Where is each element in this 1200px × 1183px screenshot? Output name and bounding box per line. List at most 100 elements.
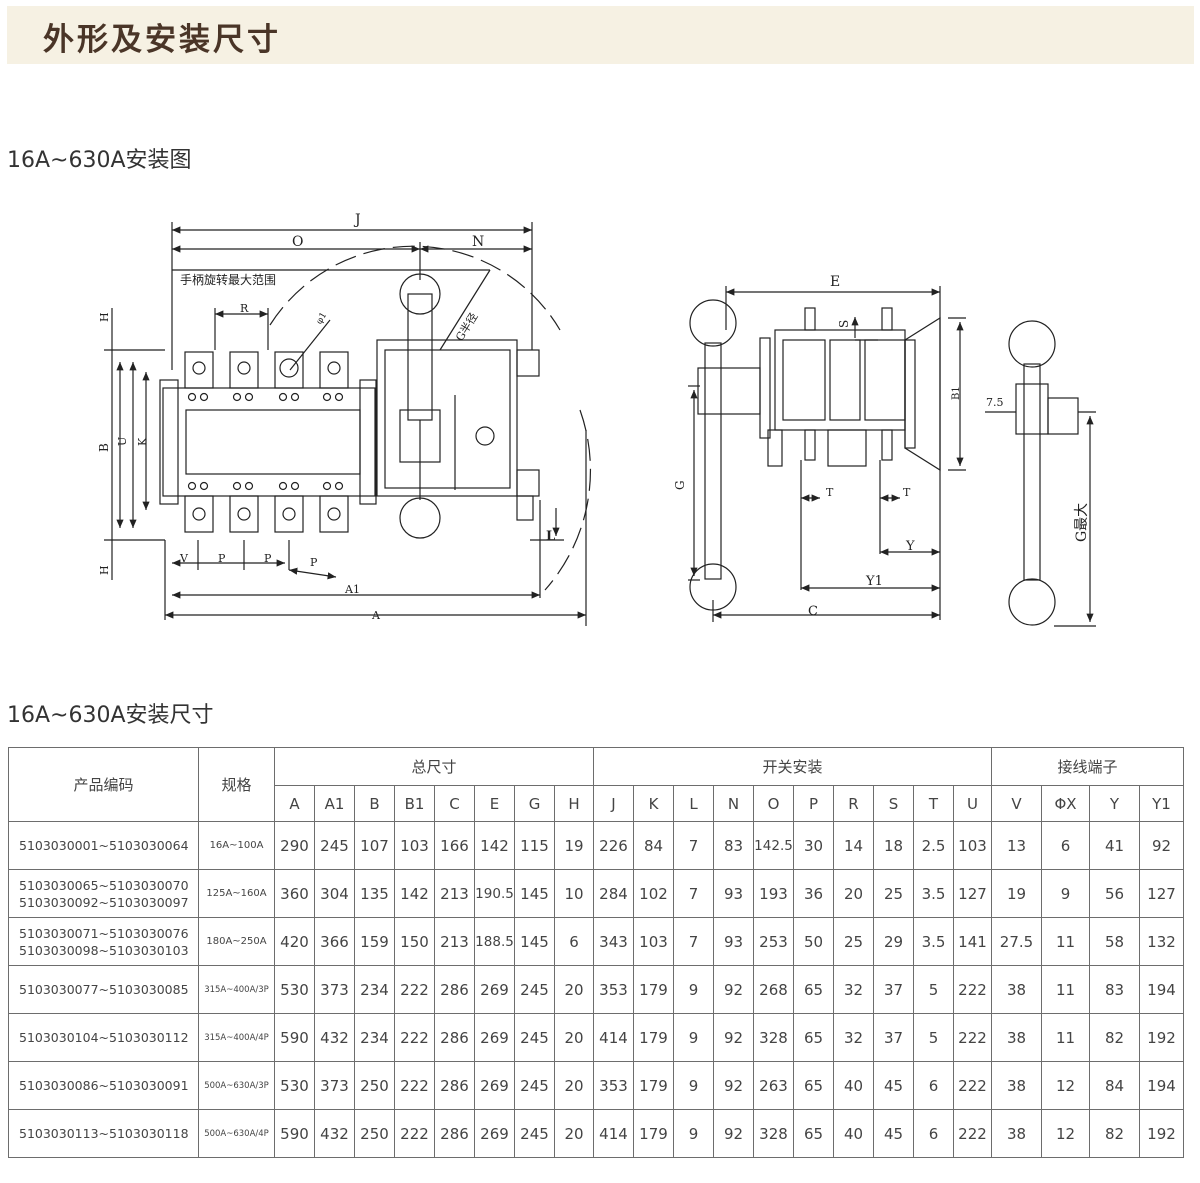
value-cell: 2.5 (913, 821, 954, 870)
value-cell: 127 (1139, 869, 1184, 918)
value-cell: 213 (434, 869, 475, 918)
dim-H-top: H (98, 312, 111, 322)
product-code: 5103030092~5103030097 (19, 894, 189, 910)
dim-S: S (837, 320, 851, 328)
value-cell: 263 (753, 1061, 794, 1110)
value-cell: 6 (913, 1109, 954, 1158)
value-cell: 269 (474, 1109, 515, 1158)
value-cell: 245 (514, 1061, 555, 1110)
value-cell: 250 (354, 1109, 395, 1158)
dim-V: V (179, 552, 189, 565)
value-cell: 27.5 (991, 917, 1042, 966)
value-cell: 179 (633, 1061, 674, 1110)
value-cell: 20 (554, 965, 594, 1014)
header-spec: 规格 (198, 747, 275, 822)
value-cell: 92 (713, 1013, 754, 1062)
value-cell: 530 (274, 965, 315, 1014)
value-cell: 36 (793, 869, 834, 918)
value-cell: 65 (793, 1109, 834, 1158)
dim-K: K (136, 437, 149, 446)
value-cell: 222 (394, 965, 435, 1014)
column-header: Y1 (1139, 785, 1184, 822)
spec-cell: 180A~250A (198, 917, 275, 966)
value-cell: 83 (1089, 965, 1140, 1014)
dim-G-max: G最大 (1074, 503, 1090, 542)
value-cell: 103 (633, 917, 674, 966)
column-header: L (673, 785, 714, 822)
value-cell: 18 (873, 821, 914, 870)
value-cell: 328 (753, 1109, 794, 1158)
dim-N: N (472, 234, 484, 250)
value-cell: 7 (673, 917, 714, 966)
spec-cell: 125A~160A (198, 869, 275, 918)
value-cell: 290 (274, 821, 315, 870)
dim-7-5: 7.5 (986, 396, 1004, 409)
value-cell: 6 (913, 1061, 954, 1110)
value-cell: 192 (1139, 1013, 1184, 1062)
spec-cell: 500A~630A/4P (198, 1109, 275, 1158)
value-cell: 5 (913, 1013, 954, 1062)
value-cell: 38 (991, 1109, 1042, 1158)
dim-O: O (292, 234, 303, 250)
value-cell: 373 (314, 965, 355, 1014)
value-cell: 29 (873, 917, 914, 966)
product-code-cell: 5103030077~5103030085 (8, 965, 199, 1014)
value-cell: 304 (314, 869, 355, 918)
value-cell: 6 (554, 917, 594, 966)
value-cell: 234 (354, 1013, 395, 1062)
dim-B: B (97, 443, 111, 452)
value-cell: 245 (514, 965, 555, 1014)
value-cell: 6 (1041, 821, 1090, 870)
dim-G-radius: G半径 (452, 310, 480, 344)
value-cell: 37 (873, 965, 914, 1014)
value-cell: 56 (1089, 869, 1140, 918)
spec-cell: 500A~630A/3P (198, 1061, 275, 1110)
header-switch: 开关安装 (593, 747, 992, 786)
value-cell: 245 (514, 1109, 555, 1158)
table-section-title: 16A~630A安装尺寸 (7, 703, 214, 728)
value-cell: 92 (713, 1061, 754, 1110)
dim-P1: P (218, 552, 226, 565)
value-cell: 11 (1041, 917, 1090, 966)
value-cell: 103 (953, 821, 992, 870)
value-cell: 65 (793, 965, 834, 1014)
value-cell: 245 (514, 1013, 555, 1062)
value-cell: 3.5 (913, 869, 954, 918)
value-cell: 10 (554, 869, 594, 918)
value-cell: 20 (554, 1013, 594, 1062)
installation-drawing: J O N R 手柄旋转最大范围 H H B U K V P P P A1 A … (97, 212, 1096, 627)
value-cell: 32 (833, 965, 874, 1014)
dim-H-bottom: H (98, 565, 111, 575)
value-cell: 284 (593, 869, 634, 918)
product-code: 5103030113~5103030118 (19, 1126, 189, 1141)
header-terminal: 接线端子 (991, 747, 1184, 786)
dim-R: R (240, 302, 249, 315)
value-cell: 192 (1139, 1109, 1184, 1158)
value-cell: 194 (1139, 1061, 1184, 1110)
value-cell: 82 (1089, 1109, 1140, 1158)
value-cell: 9 (673, 1061, 714, 1110)
dim-B1: B1 (951, 386, 962, 400)
value-cell: 159 (354, 917, 395, 966)
value-cell: 40 (833, 1109, 874, 1158)
handle-range-label: 手柄旋转最大范围 (180, 272, 276, 287)
value-cell: 360 (274, 869, 315, 918)
value-cell: 353 (593, 1061, 634, 1110)
value-cell: 222 (953, 1109, 992, 1158)
value-cell: 268 (753, 965, 794, 1014)
product-code-cell: 5103030001~5103030064 (8, 821, 199, 870)
value-cell: 166 (434, 821, 475, 870)
value-cell: 12 (1041, 1109, 1090, 1158)
value-cell: 530 (274, 1061, 315, 1110)
value-cell: 590 (274, 1013, 315, 1062)
value-cell: 92 (1139, 821, 1184, 870)
value-cell: 286 (434, 1013, 475, 1062)
value-cell: 222 (394, 1109, 435, 1158)
column-header: P (793, 785, 834, 822)
value-cell: 286 (434, 1061, 475, 1110)
page-title: 外形及安装尺寸 (43, 22, 281, 58)
value-cell: 92 (713, 965, 754, 1014)
